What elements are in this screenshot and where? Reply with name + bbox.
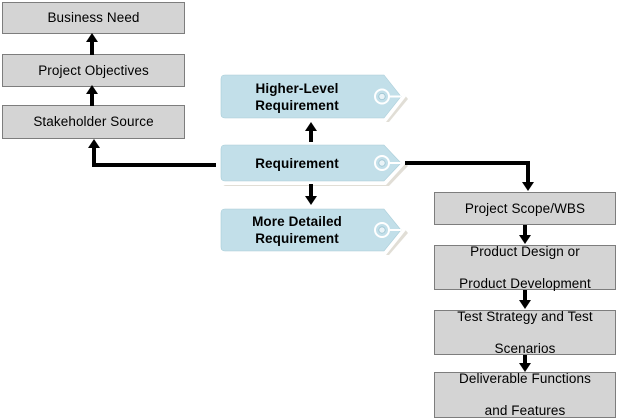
connector-line <box>309 130 313 142</box>
box-test-strategy[interactable]: Test Strategy and Test Scenarios <box>434 309 616 357</box>
tag-shape <box>217 205 408 255</box>
box-test-strategy-label: Test Strategy and Test Scenarios <box>449 309 601 357</box>
arrow-down-icon <box>519 235 531 244</box>
arrow-up-icon <box>86 33 98 42</box>
box-deliverable-functions-label: Deliverable Functions and Features <box>451 371 599 419</box>
box-project-objectives[interactable]: Project Objectives <box>2 54 185 87</box>
arrow-down-icon <box>519 363 531 372</box>
box-stakeholder-source[interactable]: Stakeholder Source <box>2 105 185 139</box>
line1: Deliverable Functions <box>459 371 591 386</box>
line2: Product Development <box>459 275 591 291</box>
connector-line-vertical <box>92 146 96 167</box>
arrow-down-icon <box>522 182 534 191</box>
tag-requirement[interactable]: Requirement <box>214 140 410 186</box>
line2: Scenarios <box>494 340 556 356</box>
tag-shape <box>217 71 408 122</box>
connector-line-horizontal <box>92 163 216 167</box>
box-business-need-label: Business Need <box>47 10 140 25</box>
box-product-design[interactable]: Product Design or Product Development <box>434 244 616 292</box>
box-project-scope-wbs-label: Project Scope/WBS <box>457 201 593 217</box>
tag-more-detailed-requirement[interactable]: More Detailed Requirement <box>214 204 410 256</box>
connector-line <box>90 40 94 55</box>
box-project-objectives-label: Project Objectives <box>38 62 149 78</box>
arrow-down-icon <box>519 300 531 309</box>
connector-line <box>523 355 527 364</box>
connector-line <box>90 92 94 106</box>
box-project-scope-wbs[interactable]: Project Scope/WBS <box>434 192 616 225</box>
arrow-up-icon <box>88 139 100 148</box>
box-deliverable-functions[interactable]: Deliverable Functions and Features <box>434 371 616 419</box>
connector-line <box>523 290 527 301</box>
box-stakeholder-source-label: Stakeholder Source <box>33 114 154 129</box>
tag-higher-level-requirement[interactable]: Higher-Level Requirement <box>214 70 410 123</box>
box-business-need[interactable]: Business Need <box>2 2 185 34</box>
arrow-up-icon <box>305 122 317 131</box>
connector-line <box>523 225 527 236</box>
arrow-up-icon <box>86 85 98 94</box>
tag-shape <box>217 141 408 186</box>
line1: Product Design or <box>470 243 580 259</box>
box-product-design-label: Product Design or Product Development <box>451 244 599 292</box>
connector-line <box>309 184 313 197</box>
arrow-down-icon <box>305 196 317 205</box>
line2: and Features <box>484 403 566 418</box>
connector-line-horizontal <box>405 161 530 165</box>
line1: Project Scope/WBS <box>464 200 586 216</box>
connector-line-vertical <box>526 161 530 183</box>
line1: Test Strategy and Test <box>457 308 593 324</box>
